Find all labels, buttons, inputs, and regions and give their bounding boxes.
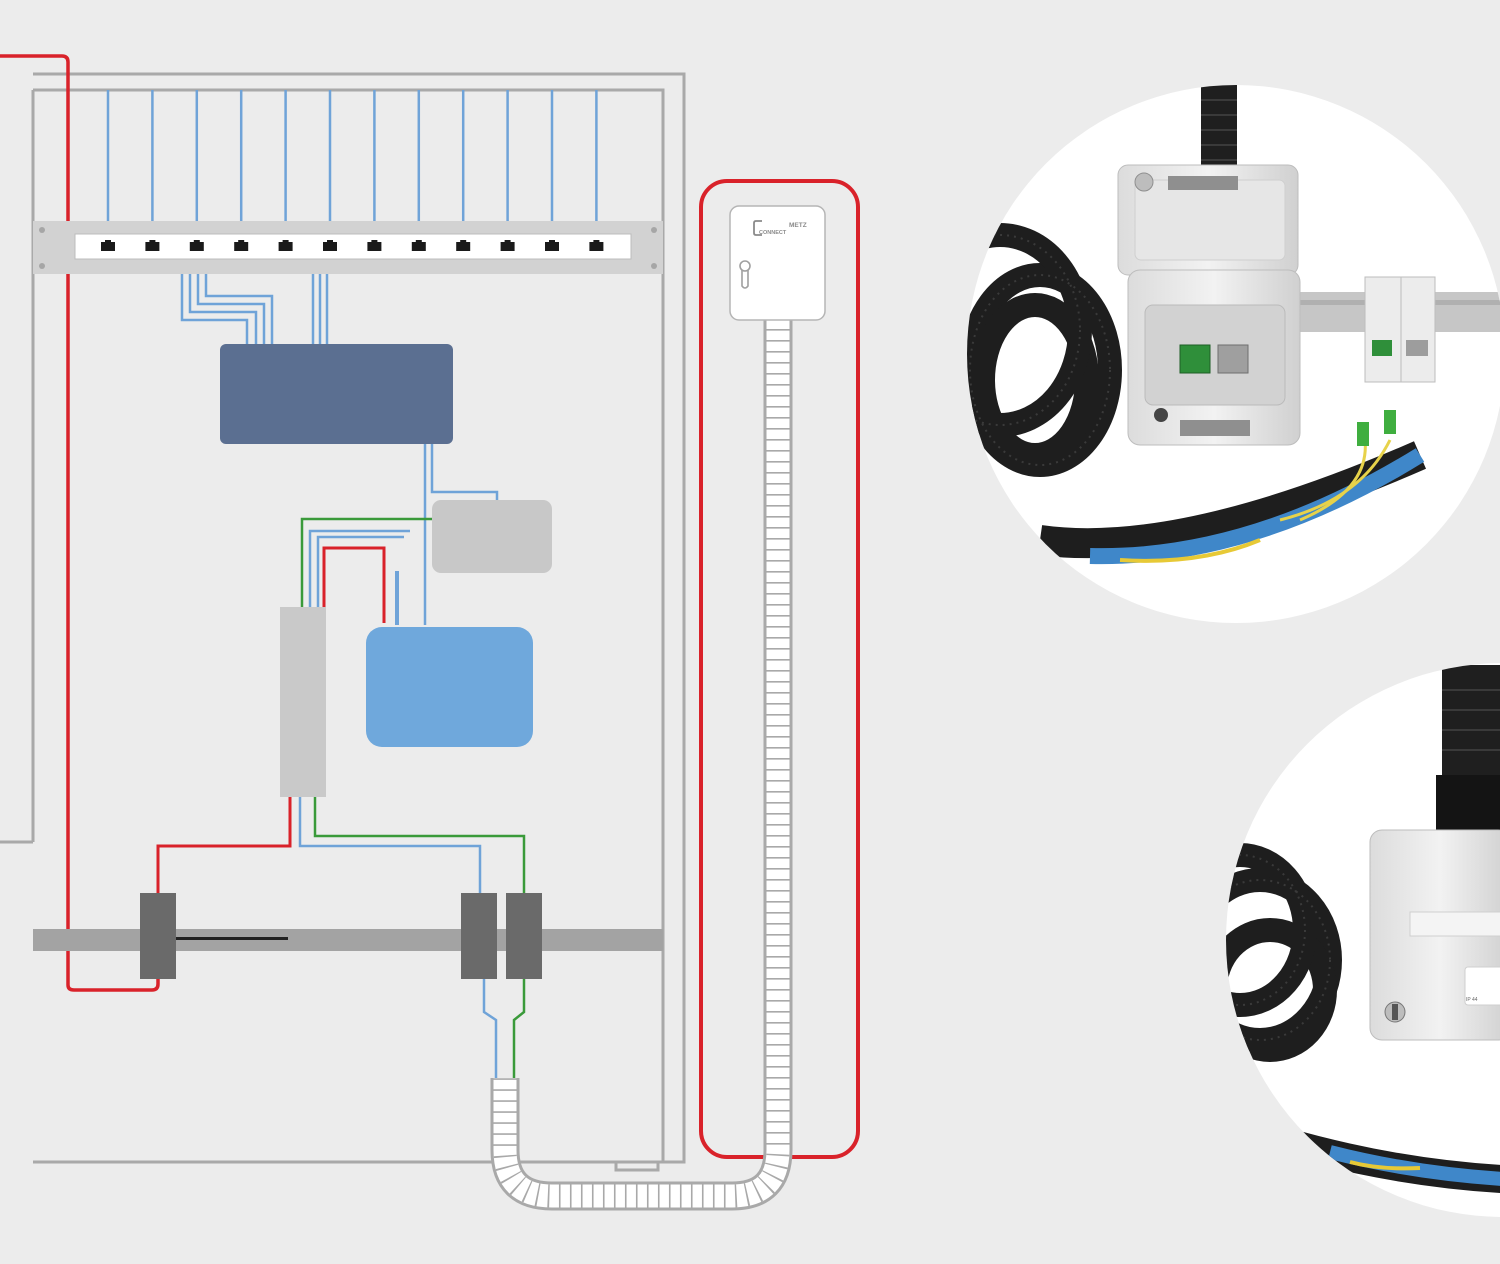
rj45-port-icon (145, 240, 160, 251)
corrugated-conduit (490, 318, 793, 1211)
switch-downlink-cables (300, 444, 499, 625)
rail-feed-cables (156, 797, 526, 893)
terminal-fiber (506, 893, 542, 979)
terminal-data (461, 893, 497, 979)
brand-line-1: METZ (789, 222, 807, 229)
rj45-port-icon (323, 240, 337, 251)
power-supply (280, 607, 326, 797)
patch-cable-bundle (106, 90, 598, 236)
rj45-port-icon (545, 240, 559, 251)
cabinet-frame (0, 72, 686, 1172)
product-photo-open-outlet (967, 85, 1500, 623)
patch-panel (33, 221, 663, 274)
router (366, 627, 533, 747)
rj45-port-icon (456, 240, 471, 251)
rj45-port-icon (189, 240, 204, 251)
brand-line-2: CONNECT (759, 230, 787, 236)
red-power-cable (0, 54, 160, 992)
network-switch (220, 344, 453, 444)
ip-rating-label: IP 44 (1466, 997, 1478, 1003)
din-rail (33, 893, 663, 979)
product-photo-closed-outlet: IP 44 (1226, 663, 1500, 1217)
rj45-port-icon (101, 240, 115, 251)
terminal-power (140, 893, 176, 979)
rj45-port-icon (589, 240, 604, 251)
rj45-port-icon (367, 240, 382, 251)
keyhole-icon (739, 260, 751, 289)
metz-logo-icon (753, 220, 762, 236)
media-converter (432, 500, 552, 573)
rj45-port-icon (411, 240, 426, 251)
conduit-cables (482, 979, 526, 1078)
rj45-port-icon (278, 240, 293, 251)
rj45-port-icon (500, 240, 515, 251)
rj45-port-icon (234, 240, 249, 251)
switch-uplink-cables (180, 274, 329, 346)
outlet-box: METZ CONNECT (729, 205, 826, 321)
